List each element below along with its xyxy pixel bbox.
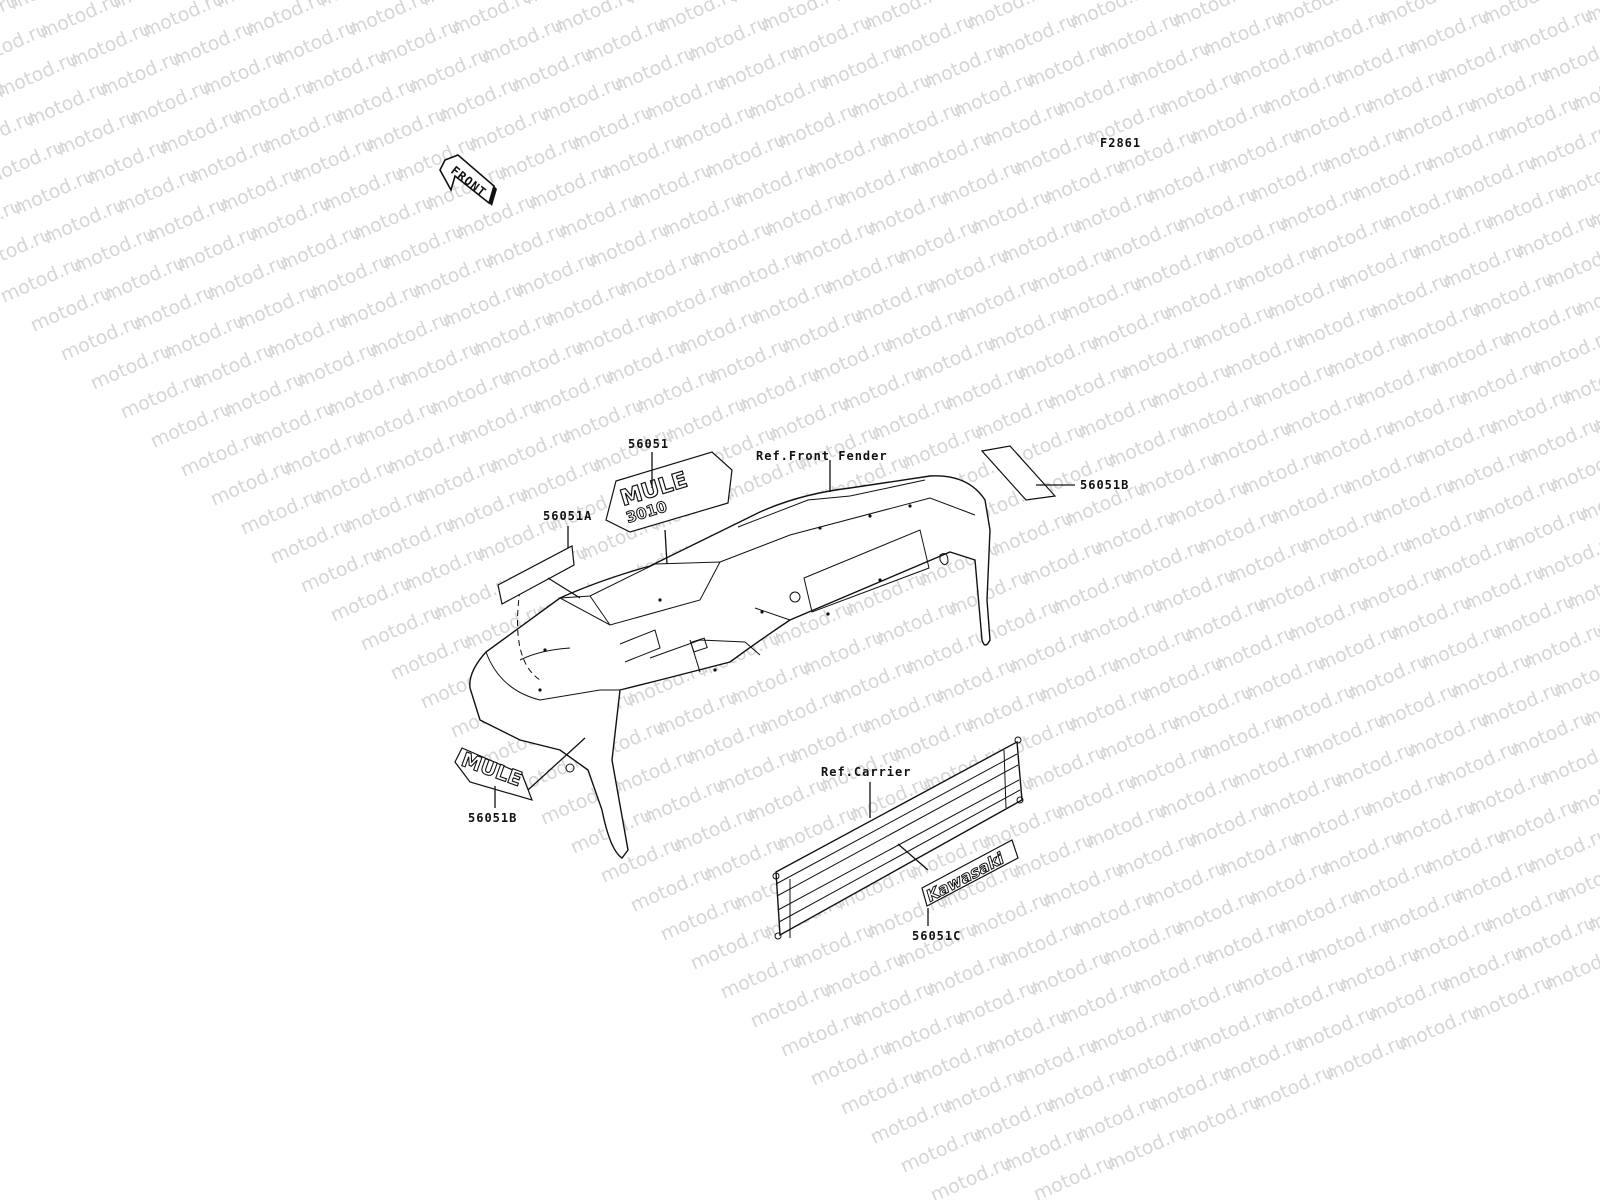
decal-56051B-left: MULE: [454, 747, 533, 801]
decal-56051A: [497, 545, 575, 605]
figure-code: F2861: [1100, 136, 1141, 150]
callout-56051B-left: 56051B: [468, 811, 517, 825]
leader-lines: [494, 452, 1075, 926]
callout-ref-front-fender: Ref.Front Fender: [756, 449, 888, 463]
decal-56051B-right: [980, 445, 1057, 501]
callout-56051: 56051: [628, 437, 669, 451]
callout-ref-carrier: Ref.Carrier: [821, 765, 911, 779]
watermark-text: motod.ru: [1581, 0, 1600, 29]
decal-56051: MULE 3010: [605, 451, 733, 533]
front-fender: [469, 475, 991, 859]
callout-56051B-right: 56051B: [1080, 478, 1129, 492]
callout-56051C: 56051C: [912, 929, 961, 943]
callout-56051A: 56051A: [543, 509, 592, 523]
